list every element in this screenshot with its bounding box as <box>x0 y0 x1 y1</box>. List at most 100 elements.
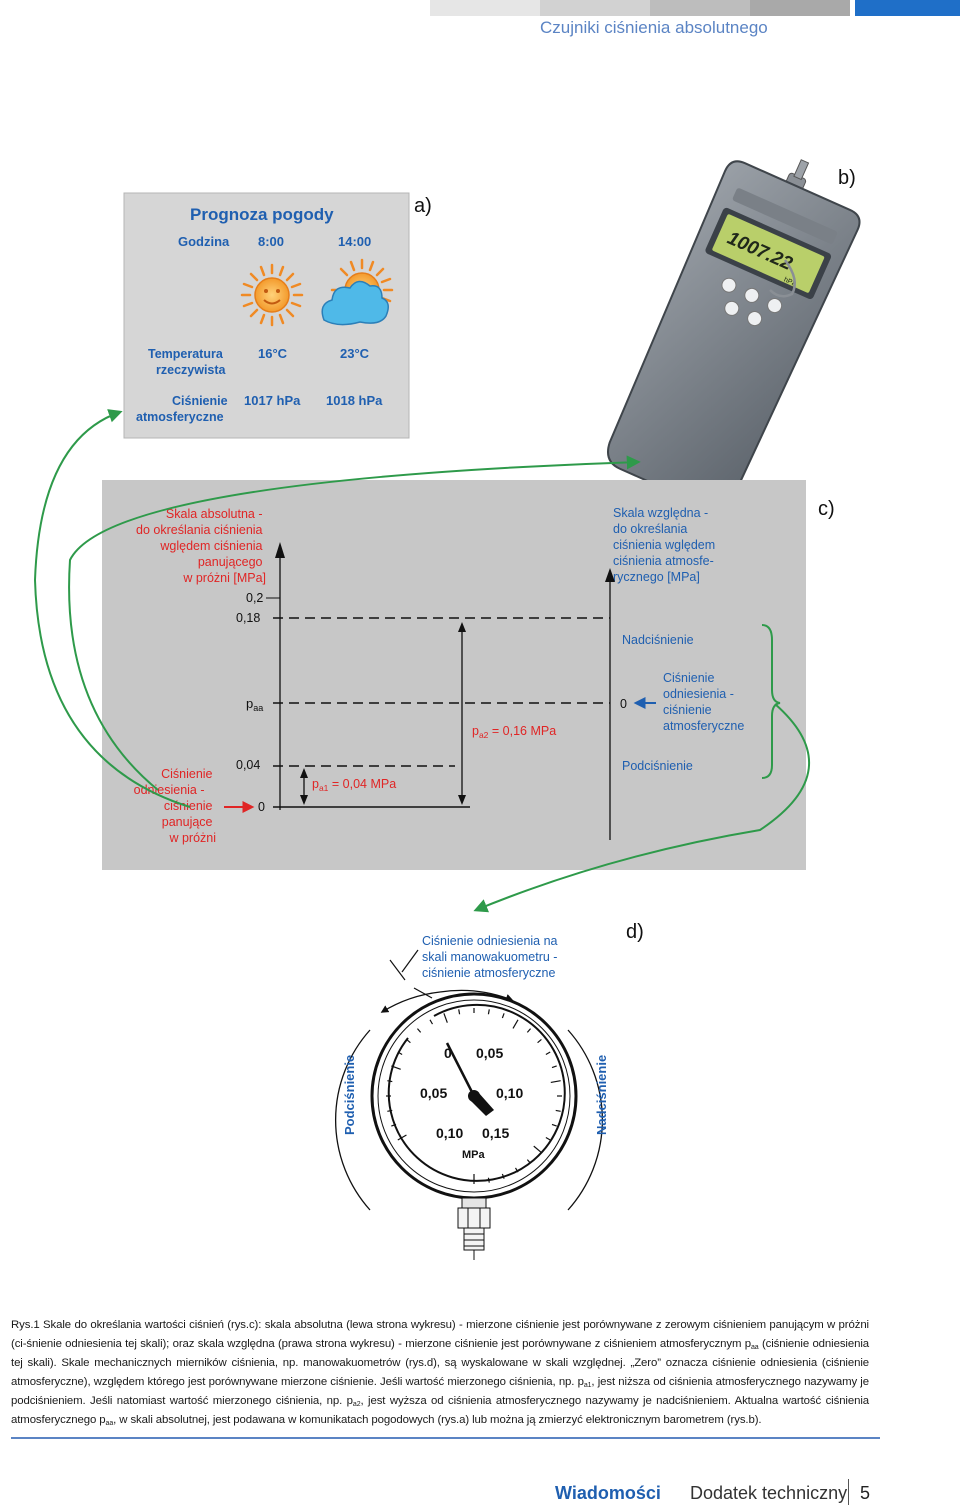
caption-subscript: a1 <box>583 1382 592 1389</box>
manometer-underpressure-label: Podciśnienie <box>342 1055 357 1135</box>
weather-forecast-panel: a) Prognoza pogody Godzina 8:00 14:00 <box>123 192 432 439</box>
relative-scale-line: rycznego [MPa] <box>613 570 700 584</box>
caption-part: (ciśnienie odniesienia tej skali). Skale… <box>11 1338 869 1388</box>
sun-cloud-icon <box>321 258 394 326</box>
pressure-gauge: 0 0,05 0,05 0,10 0,10 0,15 MPa <box>370 992 578 1200</box>
gauge-tick <box>512 1019 519 1029</box>
tick-p-aa: paa <box>246 696 263 713</box>
relative-scale-line: ciśnienia atmosfe- <box>613 554 714 568</box>
gauge-tick <box>487 1177 490 1183</box>
pressure-label-line-1: Ciśnienie <box>172 394 228 408</box>
pressure-scales-figure: a) Prognoza pogody Godzina 8:00 14:00 <box>33 159 861 1260</box>
manometer-caption: Ciśnienie odniesienia na skali manowakuo… <box>422 934 561 980</box>
pressure-label-line-2: atmosferyczne <box>136 410 224 424</box>
caption-subscript: aa <box>105 1420 114 1427</box>
top-bar-segment <box>855 0 960 16</box>
reference-vac-line: Ciśnienie <box>161 767 212 781</box>
top-color-bar <box>0 0 960 16</box>
gauge-tick <box>406 1038 411 1044</box>
gauge-tick <box>551 1065 557 1069</box>
reference-vacuum-label: Ciśnienie odniesienia - ciśnienie panują… <box>134 767 216 845</box>
dial-0-10-bottom: 0,10 <box>436 1125 463 1141</box>
manometer-caption-line: ciśnienie atmosferyczne <box>422 966 555 980</box>
caption-part: Rys.1 Skale do określania wartości ciśni… <box>11 1319 869 1350</box>
underpressure-label: Podciśnienie <box>622 759 693 773</box>
time-2: 14:00 <box>338 234 371 249</box>
overpressure-label: Nadciśnienie <box>622 633 694 647</box>
page-number: 5 <box>860 1483 871 1503</box>
reference-atm-line: ciśnienie <box>663 703 712 717</box>
gauge-tick <box>526 1028 532 1033</box>
tick-0-right: 0 <box>620 697 627 711</box>
dial-0-10-right: 0,10 <box>496 1085 523 1101</box>
pa2-label: pa2 = 0,16 MPa <box>472 724 556 740</box>
gauge-tick <box>501 1013 505 1019</box>
panel-d-label: d) <box>626 921 644 943</box>
reference-atm-line: Ciśnienie <box>663 671 714 685</box>
top-bar-segment <box>750 0 850 16</box>
time-1: 8:00 <box>258 234 284 249</box>
connector-arrows <box>33 409 810 913</box>
figure-caption: Rys.1 Skale do określania wartości ciśni… <box>11 1316 869 1430</box>
dial-zero: 0 <box>444 1045 452 1061</box>
manometer-overpressure-label: Nadciśnienie <box>594 1055 609 1135</box>
pressure-scale-chart: c) Skala absolutna - do określania ciśni… <box>102 480 835 870</box>
top-bar-segment <box>540 0 650 16</box>
relative-scale-description: Skala względna - do określania ciśnienia… <box>613 506 719 584</box>
digital-barometer-panel: b) 1007.22 hPa <box>607 159 861 511</box>
footer-section: Dodatek techniczny <box>690 1483 848 1503</box>
absolute-scale-line: panującego <box>198 555 263 569</box>
reference-vac-line: w próżni <box>168 831 216 845</box>
gauge-tick <box>545 1136 551 1141</box>
sun-icon <box>240 263 304 327</box>
gauge-tick <box>416 1028 422 1033</box>
caption-part: , jest wyższa od ciśnienia atmosferyczne… <box>11 1395 869 1426</box>
dial-0-15: 0,15 <box>482 1125 509 1141</box>
top-bar-segment <box>650 0 750 16</box>
reference-atm-line: odniesienia - <box>663 687 734 701</box>
gauge-tick <box>443 1013 448 1023</box>
panel-c-label: c) <box>818 498 835 520</box>
gauge-tick <box>551 1123 557 1127</box>
manometer-panel: d) Ciśnienie odniesienia na skali manowa… <box>335 921 644 1260</box>
barometer-device: 1007.22 hPa <box>607 159 861 511</box>
reference-vac-line: odniesienia - <box>134 783 205 797</box>
forecast-title: Prognoza pogody <box>190 205 334 224</box>
gauge-tick <box>391 1123 397 1127</box>
tick-0-04: 0,04 <box>236 758 260 772</box>
pressure-2: 1018 hPa <box>326 393 383 408</box>
temperature-label-line-1: Temperatura <box>148 347 224 361</box>
gauge-tick <box>387 1109 393 1112</box>
gauge-tick <box>514 1167 519 1173</box>
reference-vac-line: panujące <box>162 815 213 829</box>
tick-0-left: 0 <box>258 800 265 814</box>
absolute-scale-line: Skala absolutna - <box>166 507 263 521</box>
gauge-tick <box>501 1173 505 1179</box>
temperature-2: 23°C <box>340 346 370 361</box>
gauge-tick <box>391 1065 401 1070</box>
absolute-scale-line: w próżni [MPa] <box>182 571 266 585</box>
dial-0-05-top: 0,05 <box>476 1045 503 1061</box>
absolute-scale-description: Skala absolutna - do określania ciśnieni… <box>136 507 266 585</box>
reference-atm-line: atmosferyczne <box>663 719 744 733</box>
panel-b-label: b) <box>838 167 856 189</box>
temperature-label-line-2: rzeczywista <box>156 363 227 377</box>
reference-atmospheric-label: Ciśnienie odniesienia - ciśnienie atmosf… <box>663 671 744 733</box>
footer-separator <box>848 1479 849 1505</box>
gauge-tick <box>487 1009 490 1015</box>
tick-0-2: 0,2 <box>246 591 263 605</box>
gauge-tick <box>550 1080 561 1084</box>
caption-part: , jest niższa od ciśnienia atmosferyczne… <box>11 1376 869 1407</box>
gauge-tick <box>429 1019 434 1025</box>
tick-0-18: 0,18 <box>236 611 260 625</box>
pressure-1: 1017 hPa <box>244 393 301 408</box>
pa1-label: pa1 = 0,04 MPa <box>312 777 396 793</box>
top-bar-segment <box>430 0 540 16</box>
caption-subscript: a2 <box>352 1401 361 1408</box>
caption-part: , w skali absolutnej, jest podawana w ko… <box>113 1414 762 1426</box>
gauge-fitting <box>457 1197 491 1260</box>
footer-divider <box>11 1437 880 1439</box>
panel-a-label: a) <box>414 195 432 217</box>
footer-brand: Wiadomości <box>555 1483 661 1503</box>
page-footer: Wiadomości Dodatek techniczny 5 <box>0 1479 960 1507</box>
